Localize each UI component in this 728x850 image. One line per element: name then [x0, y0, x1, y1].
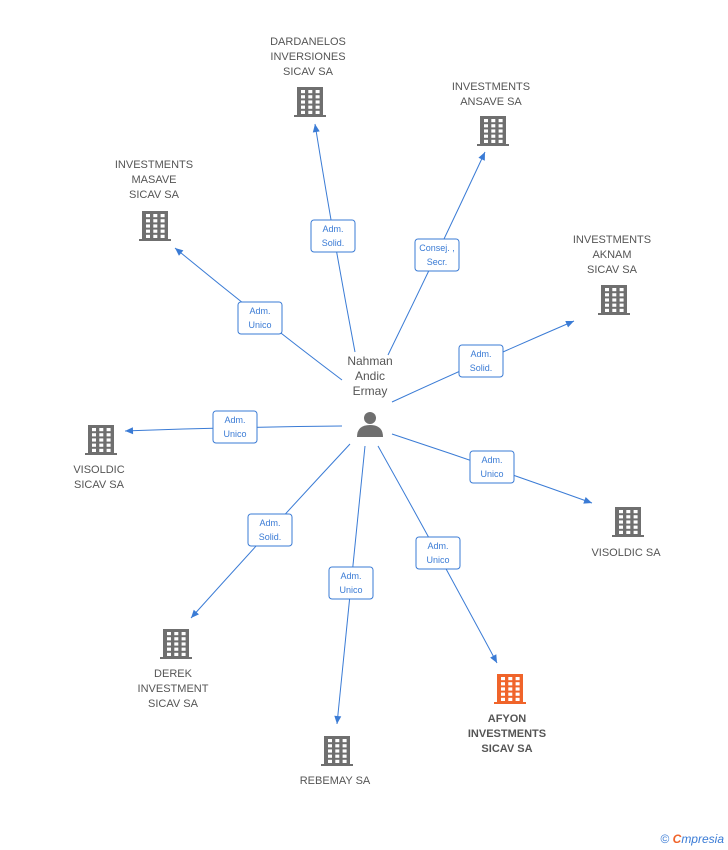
- company-node-afyon[interactable]: AFYON INVESTMENTS SICAV SA: [468, 674, 546, 755]
- person-name: Andic: [355, 369, 385, 383]
- company-name: INVERSIONES: [270, 51, 345, 63]
- company-node-visoldic-left[interactable]: VISOLDIC SICAV SA: [73, 425, 125, 491]
- company-node-rebemay[interactable]: REBEMAY SA: [300, 736, 371, 787]
- company-name: DEREK: [154, 668, 193, 680]
- company-name: INVESTMENTS: [468, 728, 546, 740]
- building-icon: [598, 285, 630, 315]
- arrow-head: [583, 496, 592, 504]
- company-name: DARDANELOS: [270, 36, 346, 48]
- arrow-head: [334, 715, 342, 724]
- role-badge-derek[interactable]: Adm. Solid.: [247, 513, 293, 547]
- footer-brand: © Cmpresia: [660, 832, 724, 846]
- company-name: VISOLDIC SA: [591, 547, 661, 559]
- role-text: Unico: [426, 555, 449, 565]
- building-icon: [294, 87, 326, 117]
- person-name: Ermay: [353, 384, 388, 398]
- company-node-visoldic-right[interactable]: VISOLDIC SA: [591, 507, 661, 559]
- edges-layer: Adm.Solid.Consej. ,Secr.Adm.UnicoAdm.Sol…: [124, 123, 593, 725]
- role-badge-visoldic-right[interactable]: Adm. Unico: [469, 450, 515, 484]
- role-text: Unico: [480, 469, 503, 479]
- role-text: Unico: [339, 585, 362, 595]
- building-icon: [85, 425, 117, 455]
- company-name: VISOLDIC: [73, 464, 124, 476]
- company-name: AKNAM: [592, 249, 631, 261]
- arrow-head: [175, 248, 184, 256]
- role-text: Adm.: [224, 415, 245, 425]
- building-icon: [612, 507, 644, 537]
- person-icon: [357, 412, 383, 437]
- arrow-head: [490, 654, 497, 663]
- role-badge-dardanelos[interactable]: Adm. Solid.: [310, 219, 356, 253]
- role-badge-visoldic-left[interactable]: Adm. Unico: [212, 410, 258, 444]
- company-name: INVESTMENT: [138, 683, 209, 695]
- arrow-head: [125, 427, 134, 435]
- arrow-head: [478, 152, 485, 161]
- company-node-derek[interactable]: DEREK INVESTMENT SICAV SA: [138, 629, 209, 710]
- brand-name: mpresia: [681, 832, 724, 846]
- building-icon: [477, 116, 509, 146]
- copyright-symbol: ©: [660, 832, 670, 846]
- company-node-dardanelos[interactable]: DARDANELOS INVERSIONES SICAV SA: [270, 36, 346, 117]
- company-name: REBEMAY SA: [300, 775, 371, 787]
- company-name: SICAV SA: [283, 66, 334, 78]
- company-name: SICAV SA: [148, 698, 199, 710]
- role-text: Adm.: [340, 571, 361, 581]
- company-name: SICAV SA: [129, 189, 180, 201]
- role-text: Solid.: [470, 363, 493, 373]
- role-text: Solid.: [259, 532, 282, 542]
- role-text: Adm.: [322, 224, 343, 234]
- company-name: INVESTMENTS: [452, 81, 530, 93]
- role-text: Consej. ,: [419, 243, 455, 253]
- role-text: Solid.: [322, 238, 345, 248]
- company-node-ansave[interactable]: INVESTMENTS ANSAVE SA: [452, 81, 530, 146]
- brand-initial: C: [672, 832, 682, 846]
- arrow-head: [191, 609, 199, 618]
- arrow-head: [312, 124, 320, 133]
- role-text: Secr.: [427, 257, 448, 267]
- company-node-aknam[interactable]: INVESTMENTS AKNAM SICAV SA: [573, 234, 651, 315]
- company-node-masave[interactable]: INVESTMENTS MASAVE SICAV SA: [115, 159, 193, 241]
- company-name: AFYON: [488, 713, 527, 725]
- role-badge-afyon[interactable]: Adm. Unico: [415, 536, 461, 570]
- company-name: SICAV SA: [74, 479, 125, 491]
- building-icon: [494, 674, 526, 704]
- company-name: MASAVE: [131, 174, 176, 186]
- role-text: Adm.: [481, 455, 502, 465]
- arrow-head: [565, 320, 574, 328]
- role-badge-masave[interactable]: Adm. Unico: [237, 301, 283, 335]
- person-name: Nahman: [347, 354, 392, 368]
- company-name: INVESTMENTS: [573, 234, 651, 246]
- role-text: Adm.: [249, 306, 270, 316]
- building-icon: [160, 629, 192, 659]
- company-name: ANSAVE SA: [460, 96, 522, 108]
- role-badge-aknam[interactable]: Adm. Solid.: [458, 344, 504, 378]
- building-icon: [139, 211, 171, 241]
- company-name: SICAV SA: [481, 743, 532, 755]
- company-name: SICAV SA: [587, 264, 638, 276]
- role-badge-ansave[interactable]: Consej. , Secr.: [414, 238, 460, 272]
- role-text: Adm.: [259, 518, 280, 528]
- role-text: Unico: [248, 320, 271, 330]
- company-name: INVESTMENTS: [115, 159, 193, 171]
- role-text: Adm.: [427, 541, 448, 551]
- building-icon: [321, 736, 353, 766]
- role-text: Adm.: [470, 349, 491, 359]
- role-text: Unico: [223, 429, 246, 439]
- role-badge-rebemay[interactable]: Adm. Unico: [328, 566, 374, 600]
